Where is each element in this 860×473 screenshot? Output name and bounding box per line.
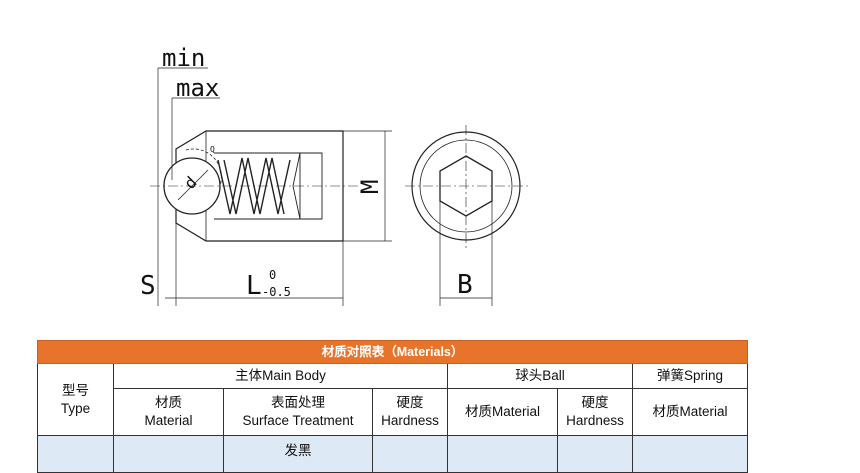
ball-hardness-header-cn: 硬度: [581, 395, 609, 410]
label-l: L: [246, 271, 262, 301]
hex-socket-tip: [292, 152, 323, 220]
main-body-header: 主体Main Body: [113, 363, 448, 389]
label-s: S: [140, 271, 156, 301]
ball-hardness-header: 硬度 Hardness: [557, 388, 633, 436]
type-header-en: Type: [60, 400, 91, 416]
hardness-header: 硬度 Hardness: [372, 388, 448, 436]
type-header: 型号 Type: [37, 363, 114, 436]
cell-spring-material: [631, 435, 749, 473]
ball-material-header: 材质Material: [447, 388, 558, 436]
table-title: 材质对照表（Materials）: [36, 340, 749, 364]
material-header: 材质 Material: [113, 388, 224, 436]
materials-table: 材质对照表（Materials） 型号 Type 主体Main Body 球头B…: [36, 340, 749, 473]
cell-hardness: [372, 435, 448, 473]
spring-material-header: 材质Material: [631, 388, 749, 436]
material-header-en: Material: [144, 413, 193, 428]
cell-ball-hardness: [557, 435, 633, 473]
cell-ball-material: [447, 435, 558, 473]
surface-header-en: Surface Treatment: [242, 413, 354, 428]
technical-drawing: min max S L 0 -0.5 M B d Q: [140, 44, 530, 306]
cell-type: [37, 435, 114, 473]
table-row: 发黑: [37, 435, 749, 473]
label-l-tol-lower: -0.5: [262, 285, 291, 299]
spring-header: 弹簧Spring: [631, 363, 749, 389]
cell-surface: 发黑: [223, 435, 373, 473]
label-max: max: [176, 74, 219, 102]
surface-header: 表面处理 Surface Treatment: [223, 388, 373, 436]
label-m: M: [356, 180, 384, 194]
label-b: B: [457, 270, 473, 300]
material-header-cn: 材质: [155, 395, 182, 410]
ball-hardness-header-en: Hardness: [566, 413, 624, 428]
type-header-cn: 型号: [62, 382, 89, 398]
hardness-header-cn: 硬度: [396, 395, 424, 410]
label-l-tol-upper: 0: [269, 268, 276, 282]
ball-hidden: [185, 148, 222, 187]
label-min: min: [162, 44, 205, 72]
ball-header: 球头Ball: [447, 363, 633, 389]
label-q: Q: [210, 145, 215, 154]
end-view: [405, 125, 530, 306]
hardness-header-en: Hardness: [381, 413, 439, 428]
side-view: [150, 67, 392, 306]
cell-material: [113, 435, 224, 473]
ball-diameter-line: [177, 169, 209, 201]
surface-header-cn: 表面处理: [271, 395, 325, 410]
